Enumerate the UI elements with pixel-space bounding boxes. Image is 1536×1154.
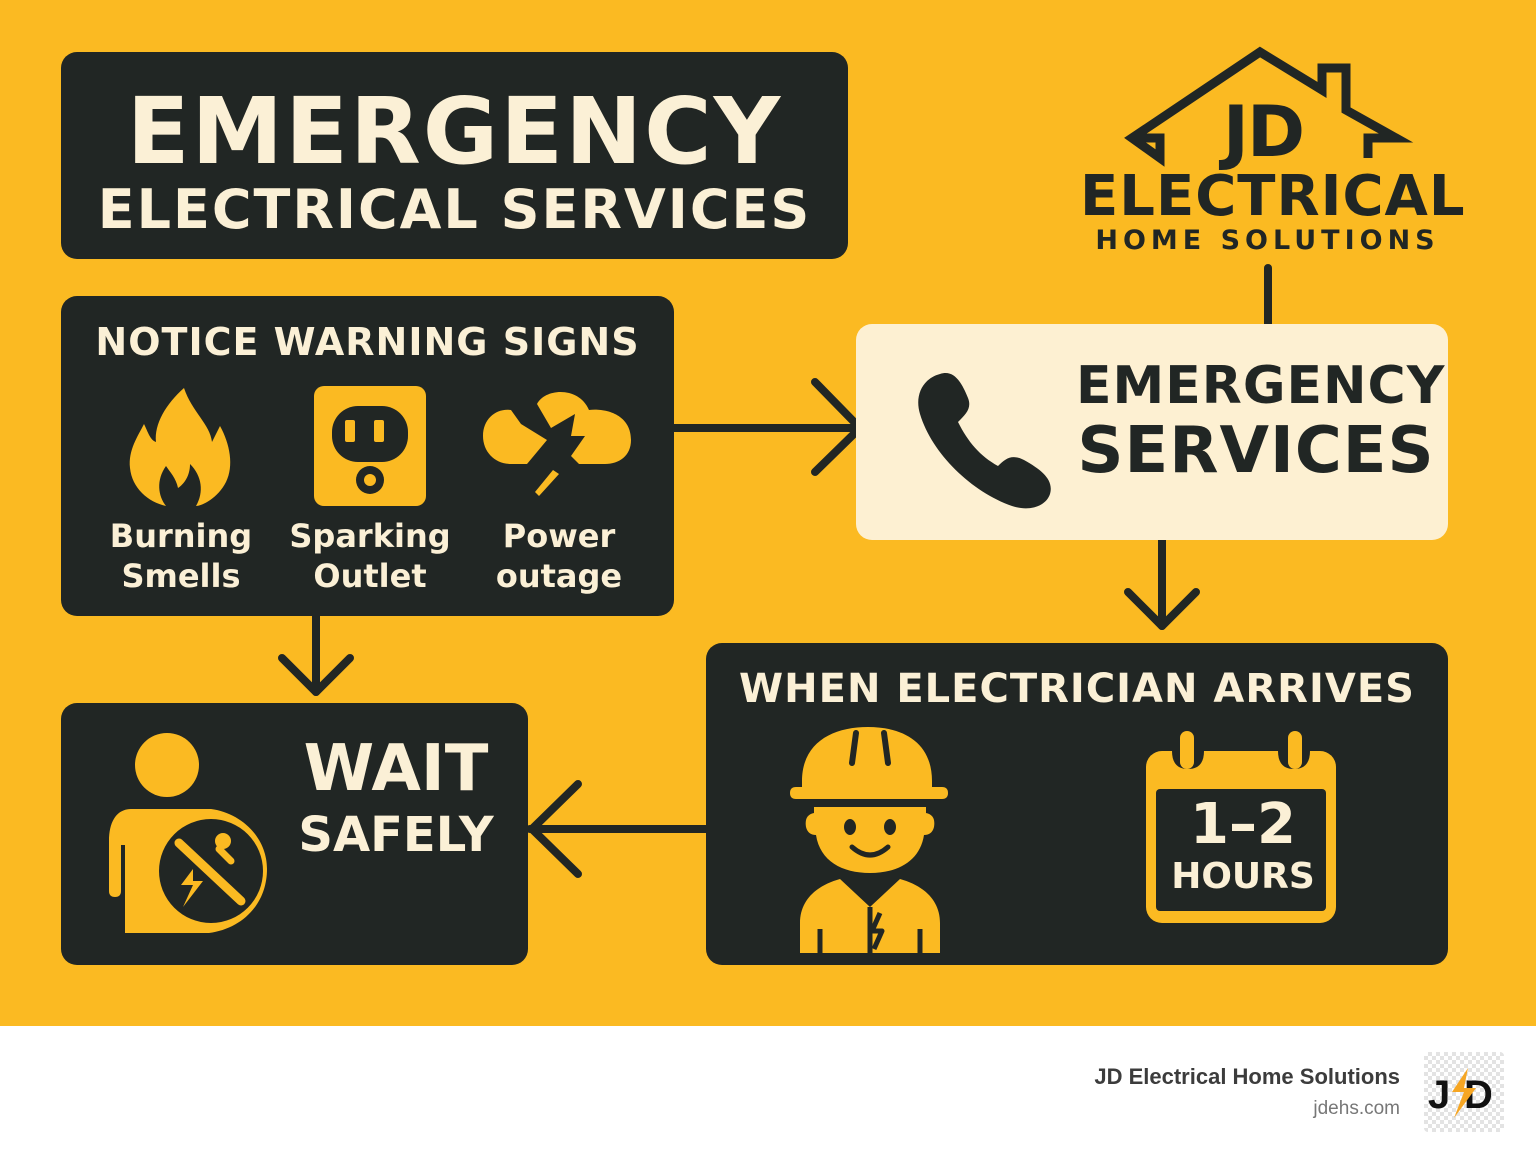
wait-safely-panel: WAIT SAFELY bbox=[61, 703, 528, 965]
footer-brand-name: JD Electrical Home Solutions bbox=[1094, 1064, 1400, 1089]
emergency-services-panel: EMERGENCY SERVICES bbox=[856, 324, 1448, 540]
sign-label: Burning Smells bbox=[109, 517, 253, 595]
title-banner: EMERGENCY ELECTRICAL SERVICES bbox=[61, 52, 848, 259]
sign-power-outage: Power outage bbox=[464, 384, 654, 604]
arrives-title: WHEN ELECTRICIAN ARRIVES bbox=[739, 666, 1415, 712]
sign-burning-smells: Burning Smells bbox=[86, 384, 276, 604]
arrow-head-down-2 bbox=[1124, 588, 1200, 630]
wait-title-line2: SAFELY bbox=[298, 807, 494, 863]
electrician-arrives-panel: WHEN ELECTRICIAN ARRIVES 1–2 HOURS bbox=[706, 643, 1448, 965]
response-time-value: 1–2 bbox=[1190, 792, 1296, 857]
outlet-icon bbox=[314, 386, 426, 506]
brand-logo: JD ELECTRICAL HOME SOLUTIONS bbox=[1080, 40, 1466, 330]
title-sub: ELECTRICAL SERVICES bbox=[97, 178, 812, 241]
logo-name: ELECTRICAL bbox=[1080, 164, 1466, 229]
footer-url[interactable]: jdehs.com bbox=[1313, 1098, 1400, 1119]
title-main: EMERGENCY bbox=[126, 78, 783, 185]
logo-tagline: HOME SOLUTIONS bbox=[1095, 225, 1440, 256]
flame-icon bbox=[129, 388, 231, 506]
services-title-line2: SERVICES bbox=[1077, 414, 1435, 488]
phone-icon bbox=[918, 373, 1051, 509]
house-roof-icon bbox=[1124, 46, 1414, 167]
wait-title-line1: WAIT bbox=[303, 732, 489, 806]
calendar-icon bbox=[1146, 731, 1336, 923]
electrician-hardhat-icon bbox=[790, 727, 948, 953]
sign-sparking-outlet: Sparking Outlet bbox=[275, 384, 465, 604]
sign-label: Power outage bbox=[495, 517, 623, 595]
cloud-lightning-icon bbox=[483, 391, 631, 496]
arrow-head-down bbox=[278, 654, 354, 696]
notice-title: NOTICE WARNING SIGNS bbox=[95, 320, 640, 364]
sign-label: Sparking Outlet bbox=[289, 517, 451, 595]
jd-bolt-logo-icon: J D bbox=[1428, 1068, 1493, 1118]
svg-text:J: J bbox=[1428, 1073, 1450, 1117]
footer-attribution: JD Electrical Home Solutions jdehs.com J… bbox=[0, 1026, 1536, 1154]
person-no-electricity-icon bbox=[109, 733, 267, 933]
infographic-canvas: EMERGENCY ELECTRICAL SERVICES JD ELECTRI… bbox=[0, 0, 1536, 1026]
services-title-line1: EMERGENCY bbox=[1076, 356, 1446, 416]
notice-warning-signs-panel: NOTICE WARNING SIGNS Burning Smells Spar… bbox=[61, 296, 674, 616]
logo-monogram: JD bbox=[1222, 91, 1305, 173]
arrow-head-left bbox=[528, 780, 582, 878]
response-time-unit: HOURS bbox=[1171, 856, 1315, 897]
footer-logo: J D bbox=[1424, 1052, 1504, 1132]
